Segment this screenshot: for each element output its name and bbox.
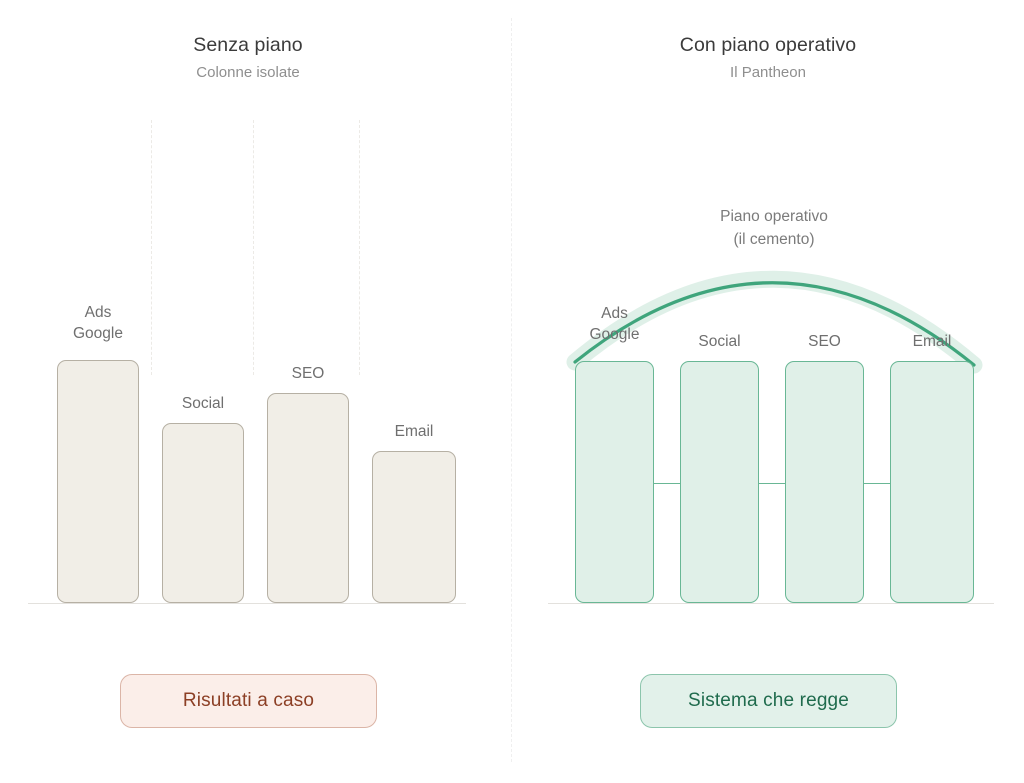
tie-beam-2 <box>759 483 785 484</box>
bar-email <box>890 361 974 603</box>
negative-outcome-badge[interactable]: Risultati a caso <box>120 674 377 728</box>
right-chart-baseline <box>548 603 994 604</box>
arch-label: Piano operativo (il cemento) <box>624 205 924 251</box>
bar-email <box>372 451 456 603</box>
arch-label-line2: (il cemento) <box>733 231 815 248</box>
arch-label-line1: Piano operativo <box>720 208 828 225</box>
bar-label-seo: SEO <box>291 365 325 382</box>
gridline-2 <box>253 120 254 375</box>
left-panel-header: Senza piano Colonne isolate <box>28 32 468 84</box>
bar-ads-google <box>575 361 654 603</box>
gridline-1 <box>151 120 152 375</box>
right-panel-subtitle: Il Pantheon <box>730 64 806 81</box>
bar-seo <box>267 393 349 603</box>
gridline-3 <box>359 120 360 375</box>
bar-label-social: Social <box>181 395 225 412</box>
right-panel-title: Con piano operativo <box>679 34 857 56</box>
tie-beam-1 <box>654 483 680 484</box>
panel-divider <box>511 18 512 762</box>
left-panel-title: Senza piano <box>193 34 303 56</box>
bar-label-email: Email <box>394 423 434 440</box>
arch-stroke-path <box>573 281 976 367</box>
bar-label-ads-google: Ads Google <box>73 304 123 342</box>
left-panel-subtitle: Colonne isolate <box>196 64 300 81</box>
arch-overlay <box>566 270 983 374</box>
positive-outcome-badge[interactable]: Sistema che regge <box>640 674 897 728</box>
bar-ads-google <box>57 360 139 603</box>
right-panel-header: Con piano operativo Il Pantheon <box>548 32 988 84</box>
tie-beam-3 <box>864 483 890 484</box>
bar-social <box>162 423 244 603</box>
left-chart-baseline <box>28 603 466 604</box>
bar-seo <box>785 361 864 603</box>
bar-social <box>680 361 759 603</box>
